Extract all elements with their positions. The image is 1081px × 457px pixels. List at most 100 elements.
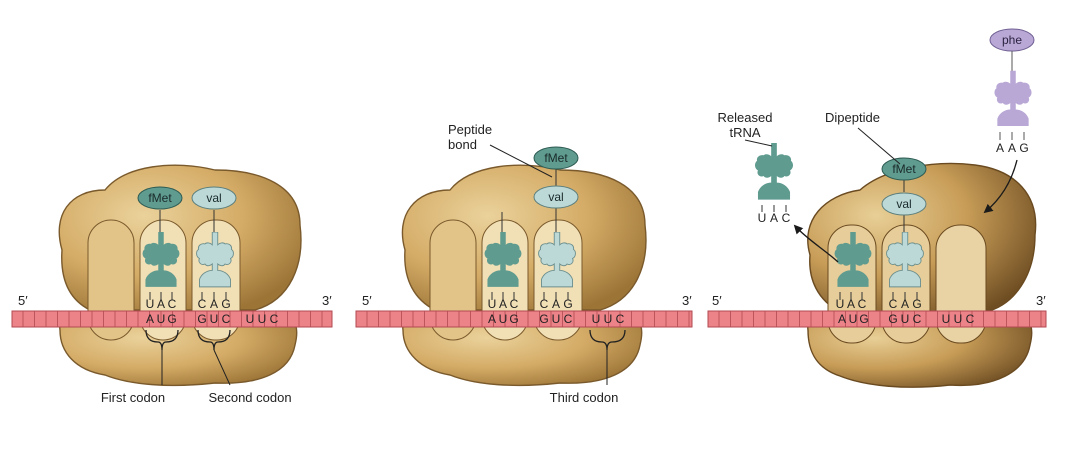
- incoming-trna-phe: phe: [989, 28, 1035, 140]
- anticodon-base: A: [901, 297, 909, 311]
- three-prime-label: 3′: [682, 293, 692, 308]
- mrna-base: A: [488, 312, 496, 326]
- mrna-base: U: [849, 312, 858, 326]
- three-prime-label: 3′: [322, 293, 332, 308]
- mrna-base: G: [509, 312, 518, 326]
- amino-acid-fmet-label: fMet: [544, 151, 568, 165]
- mrna-base: C: [564, 312, 573, 326]
- mrna-base: C: [270, 312, 279, 326]
- anticodon-base: C: [510, 297, 519, 311]
- mrna-base: U: [604, 312, 613, 326]
- incoming-anticodon-base: A: [1008, 141, 1016, 155]
- anticodon-base: U: [146, 297, 155, 311]
- mrna-bases: A U G G U C U U C: [488, 312, 625, 326]
- peptide-bond-label-line2: bond: [448, 137, 477, 152]
- anticodon-base: G: [563, 297, 572, 311]
- trna-uncharged: [484, 212, 522, 300]
- anticodon-base: U: [488, 297, 497, 311]
- mrna-base: U: [258, 312, 267, 326]
- five-prime-label: 5′: [712, 293, 722, 308]
- dipeptide-pointer: [857, 127, 901, 165]
- released-anticodon-base: A: [770, 211, 778, 225]
- amino-acid-val-label: val: [206, 191, 221, 205]
- anticodon-base: C: [540, 297, 549, 311]
- mrna-strand: [707, 310, 1047, 328]
- incoming-anticodon-base: A: [996, 141, 1004, 155]
- anticodon-base: C: [198, 297, 207, 311]
- mrna-base: U: [210, 312, 219, 326]
- released-anticodon-base: C: [782, 211, 791, 225]
- mrna-base: U: [552, 312, 561, 326]
- release-arrow: [793, 224, 839, 263]
- mrna-base: A: [146, 312, 154, 326]
- anticodon-base: C: [889, 297, 898, 311]
- dipeptide-label: Dipeptide: [825, 110, 880, 125]
- mrna-base: U: [592, 312, 601, 326]
- anticodon-base: A: [157, 297, 165, 311]
- mrna-base: G: [167, 312, 176, 326]
- mrna-base: U: [246, 312, 255, 326]
- anticodon-base: A: [210, 297, 218, 311]
- peptide-bond-pointer: [489, 144, 553, 178]
- amino-acid-fmet: [881, 157, 927, 181]
- panel-2-peptide-bond: fMet val Peptide bond U A C C A G A U G …: [355, 122, 693, 405]
- mrna-base: G: [888, 312, 897, 326]
- amino-acid-val-label: val: [548, 190, 563, 204]
- released-trna-label-line1: Released: [718, 110, 773, 125]
- panel-1-initiation: fMet val U A C C A G A U G G U C U U C 5…: [11, 164, 333, 405]
- amino-acid-val: [881, 192, 927, 216]
- anticodon-base: A: [847, 297, 855, 311]
- mrna-base: U: [942, 312, 951, 326]
- anticodon-base: C: [858, 297, 867, 311]
- anticodon-base: A: [552, 297, 560, 311]
- mrna-base: G: [539, 312, 548, 326]
- third-codon-label: Third codon: [550, 390, 619, 405]
- amino-acid-val-label: val: [896, 197, 911, 211]
- amino-acid-fmet: [533, 146, 579, 170]
- mrna-base: C: [966, 312, 975, 326]
- anticodon-base: A: [499, 297, 507, 311]
- mrna-base: U: [901, 312, 910, 326]
- mrna-base: C: [913, 312, 922, 326]
- e-site: [87, 219, 135, 341]
- mrna-base: U: [499, 312, 508, 326]
- trna-val: [538, 208, 576, 300]
- e-site: [429, 219, 477, 341]
- mrna-bases: A U G G U C U U C: [838, 312, 975, 326]
- amino-acid-fmet-label: fMet: [892, 162, 916, 176]
- three-prime-label: 3′: [1036, 293, 1046, 308]
- trna-dipeptide: [886, 214, 924, 300]
- released-trna: [755, 143, 793, 212]
- five-prime-label: 5′: [18, 293, 28, 308]
- anticodon-base: G: [912, 297, 921, 311]
- mrna-base: C: [222, 312, 231, 326]
- mrna-base: U: [954, 312, 963, 326]
- mrna-base: U: [157, 312, 166, 326]
- trna-fmet: [142, 210, 180, 300]
- released-anticodon-base: U: [758, 211, 767, 225]
- released-trna-label-line2: tRNA: [729, 125, 760, 140]
- anticodon-base: U: [836, 297, 845, 311]
- amino-acid-val: [533, 185, 579, 209]
- mrna-strand: [355, 310, 693, 328]
- peptide-bond-label-line1: Peptide: [448, 122, 492, 137]
- second-codon-label: Second codon: [208, 390, 291, 405]
- mrna-base: C: [616, 312, 625, 326]
- first-codon-label: First codon: [101, 390, 165, 405]
- panel-3-translocation: fMet val Dipeptide Released tRNA U A C p…: [707, 28, 1047, 388]
- amino-acid-val: [191, 186, 237, 210]
- incoming-arrow: [983, 159, 1018, 214]
- amino-acid-fmet-label: fMet: [148, 191, 172, 205]
- mrna-base: G: [859, 312, 868, 326]
- mrna-base: A: [838, 312, 846, 326]
- incoming-anticodon-base: G: [1019, 141, 1028, 155]
- amino-acid-phe-label: phe: [1002, 33, 1022, 47]
- mrna-bases: A U G G U C U U C: [146, 312, 279, 326]
- mrna-base: G: [197, 312, 206, 326]
- trna-uncharged: [834, 232, 872, 300]
- anticodon-base: C: [168, 297, 177, 311]
- five-prime-label: 5′: [362, 293, 372, 308]
- mrna-strand: [11, 310, 333, 328]
- anticodon-base: G: [221, 297, 230, 311]
